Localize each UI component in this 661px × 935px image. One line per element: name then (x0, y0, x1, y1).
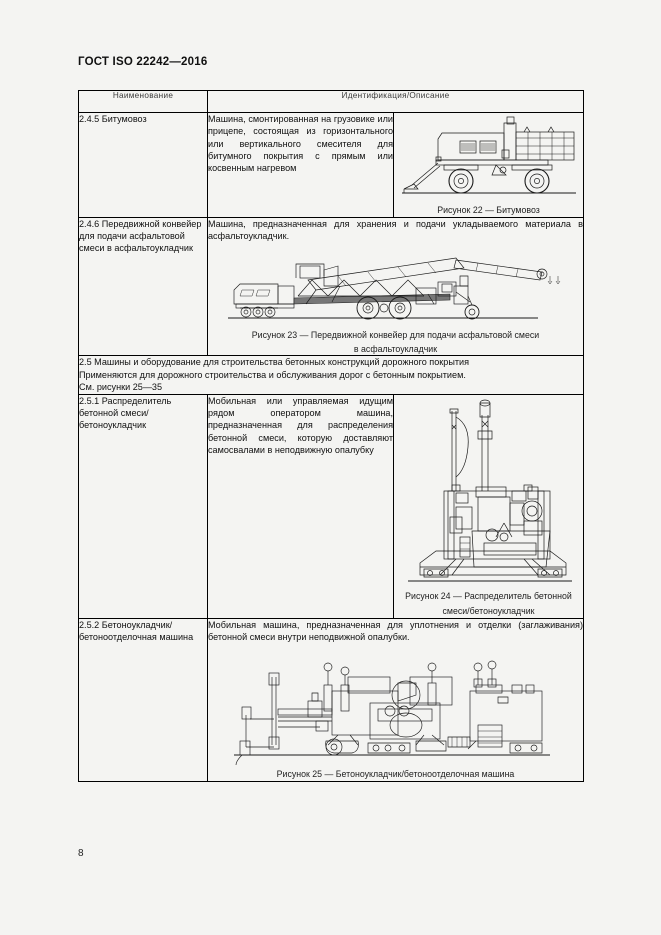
table-section-row: 2.5 Машины и оборудование для строительс… (78, 355, 584, 395)
bitumen-truck-illustration (401, 116, 576, 194)
row-content-246: Машина, предназначенная для хранения и п… (207, 216, 584, 357)
figure-caption-24-line1: Рисунок 24 — Распределитель бетонной (405, 590, 572, 601)
column-header-description: Идентификация/Описание (207, 90, 584, 113)
row-name-251: 2.5.1 Распределитель бетонной смеси/ бет… (78, 393, 208, 619)
concrete-paver-illustration (233, 661, 550, 766)
column-header-name: Наименование (78, 90, 208, 113)
row-description-245: Машина, смонтированная на грузовике или … (207, 112, 394, 218)
row-description-252: Мобильная машина, предназначенная для уп… (208, 619, 583, 643)
equipment-table: Наименование Идентификация/Описание 2.4.… (78, 90, 584, 782)
figure-caption-22: Рисунок 22 — Битумовоз (437, 205, 540, 215)
section-line-3: См. рисунки 25—35 (79, 382, 163, 393)
row-name-245: 2.4.5 Битумовоз (78, 112, 208, 218)
section-line-1: 2.5 Машины и оборудование для строительс… (79, 357, 470, 368)
row-description-246: Машина, предназначенная для хранения и п… (208, 218, 583, 241)
page-number: 8 (78, 848, 84, 859)
table-row: 2.5.2 Бетоноукладчик/ бетоноотделочная м… (78, 617, 584, 782)
table-row: 2.4.6 Передвижной конвейер для подачи ас… (78, 216, 584, 357)
row-figure-245: Рисунок 22 — Битумовоз (393, 112, 584, 218)
section-line-2: Применяются для дорожного строительства … (79, 369, 466, 380)
concrete-spreader-illustration (407, 399, 572, 582)
row-content-252: Мобильная машина, предназначенная для уп… (207, 617, 584, 782)
row-name-252: 2.5.2 Бетоноукладчик/ бетоноотделочная м… (78, 617, 208, 782)
figure-caption-24-line2: смеси/бетоноукладчик (442, 606, 535, 617)
page-title: ГОСТ ISO 22242—2016 (78, 56, 208, 68)
row-figure-251: Рисунок 24 — Распределитель бетонной сме… (393, 393, 584, 619)
figure-caption-25: Рисунок 25 — Бетоноукладчик/бетоноотдело… (276, 769, 515, 780)
mobile-conveyor-illustration (227, 257, 560, 320)
section-heading-25: 2.5 Машины и оборудование для строительс… (78, 355, 584, 395)
row-description-251: Мобильная или управляемая идущим рядом о… (207, 393, 394, 619)
figure-caption-23-line2: в асфальтоукладчик (353, 343, 438, 354)
figure-caption-23-line1: Рисунок 23 — Передвижной конвейер для по… (251, 330, 540, 341)
table-row: 2.5.1 Распределитель бетонной смеси/ бет… (78, 393, 584, 619)
row-name-246: 2.4.6 Передвижной конвейер для подачи ас… (78, 216, 208, 357)
table-row: 2.4.5 Битумовоз Машина, смонтированная н… (78, 112, 584, 218)
table-header-row: Наименование Идентификация/Описание (78, 90, 584, 113)
